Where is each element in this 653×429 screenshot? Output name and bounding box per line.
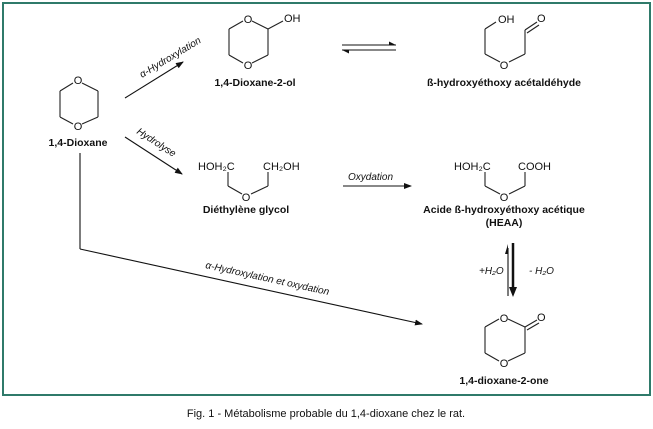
compound-hydroxyethoxy-acetaldehyde: OH O O ß-hydroxyéthoxy acétaldéhyde	[427, 13, 581, 89]
arrow	[124, 61, 184, 99]
equilibrium-arrows	[342, 41, 396, 54]
dioxane-ring	[59, 82, 99, 125]
compound-name: Acide ß-hydroxyéthoxy acétique	[423, 204, 585, 216]
reaction-label: α-Hydroxylation	[138, 35, 204, 81]
compound-abbreviation: (HEAA)	[486, 217, 523, 229]
arrow	[79, 248, 423, 326]
reaction-label: α-Hydroxylation et oxydation	[204, 260, 330, 298]
dioxane-2-one-ring	[484, 318, 540, 362]
compound-name: Diéthylène glycol	[203, 204, 289, 216]
carbonyl-oxygen: O	[537, 13, 546, 25]
hydroxymethyl-group: HOH₂C	[454, 161, 491, 173]
compound-heaa: HOH₂C COOH O Acide ß-hydroxyéthoxy acéti…	[423, 161, 585, 229]
reaction-hydrolyse: Hydrolyse	[124, 126, 183, 175]
compound-name: 1,4-Dioxane	[49, 137, 108, 149]
oxygen-atom: O	[500, 313, 509, 325]
figure-caption: Fig. 1 - Métabolisme probable du 1,4-dio…	[187, 408, 465, 420]
oxygen-atom: O	[500, 60, 509, 72]
hydroxymethyl-group: HOH₂C	[198, 161, 235, 173]
oxygen-atom: O	[74, 75, 83, 87]
remove-water-label: - H₂O	[529, 266, 554, 277]
oxygen-atom: O	[74, 121, 83, 133]
oxygen-atom: O	[500, 192, 509, 204]
heaa-bonds	[484, 172, 526, 195]
reaction-label: Hydrolyse	[134, 126, 178, 160]
water-equilibrium: +H₂O - H₂O	[479, 243, 554, 297]
arrow	[124, 136, 183, 175]
compound-dioxane-2-one: O O O 1,4-dioxane-2-one	[459, 312, 548, 387]
compound-diethylene-glycol: HOH₂C CH₂OH O Diéthylène glycol	[198, 161, 300, 216]
acetaldehyde-bonds	[484, 21, 540, 63]
reaction-label: Oxydation	[348, 172, 393, 183]
compound-dioxane-2-ol: O O OH 1,4-Dioxane-2-ol	[214, 13, 300, 89]
glycol-bonds	[227, 172, 269, 195]
compound-name: 1,4-Dioxane-2-ol	[214, 77, 295, 89]
dioxane-2-ol-ring	[228, 20, 284, 64]
oxygen-atom: O	[242, 192, 251, 204]
oxygen-atom: O	[244, 14, 253, 26]
reaction-alpha-hydroxylation: α-Hydroxylation	[124, 35, 204, 99]
oxygen-atom: O	[244, 60, 253, 72]
compound-name: 1,4-dioxane-2-one	[459, 375, 548, 387]
carbonyl-oxygen: O	[537, 312, 546, 324]
figure-frame	[2, 2, 651, 396]
hydroxymethyl-group: CH₂OH	[263, 161, 300, 173]
reaction-oxydation: Oxydation	[343, 172, 412, 189]
add-water-label: +H₂O	[479, 266, 504, 277]
compound-name: ß-hydroxyéthoxy acétaldéhyde	[427, 77, 581, 89]
compound-dioxane: O O 1,4-Dioxane	[49, 75, 108, 149]
hydroxyl-group: OH	[498, 14, 515, 26]
hydroxyl-group: OH	[284, 13, 301, 25]
oxygen-atom: O	[500, 358, 509, 370]
carboxyl-group: COOH	[518, 161, 551, 173]
